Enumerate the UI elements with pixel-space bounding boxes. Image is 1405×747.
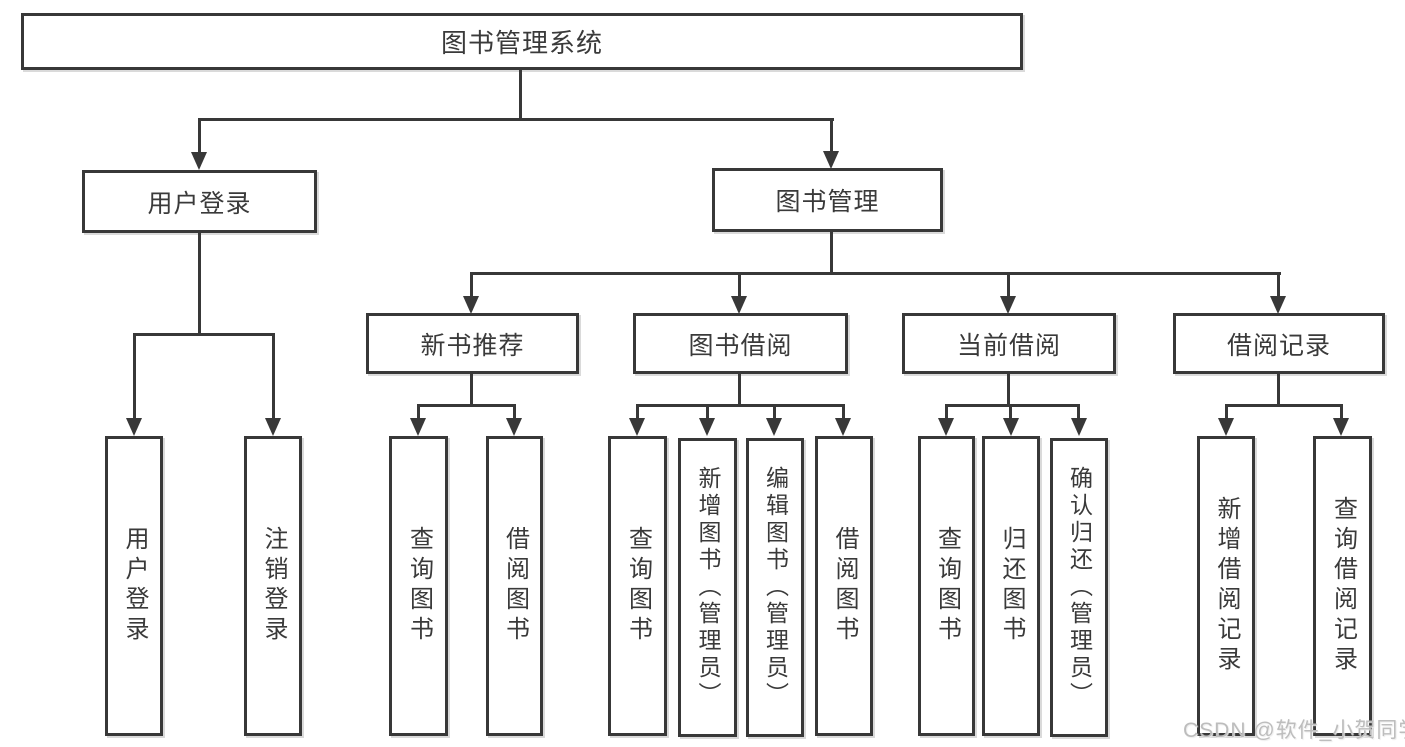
node-current-borrow-label: 当前借阅 [956,331,1061,360]
connector-line [1007,374,1010,406]
connector-line [842,404,845,421]
node-book-management-label: 图书管理 [775,188,880,216]
node-root: 图书管理系统 [21,13,1023,70]
arrowhead-down-icon [1218,418,1234,436]
connector-line [1007,272,1010,300]
connector-line [636,404,639,421]
leaf-bb-query-book-label: 查询图书 [624,526,652,646]
node-borrow-records: 借阅记录 [1173,313,1385,374]
connector-line [738,272,741,300]
connector-line [133,333,275,336]
connector-line [706,404,709,421]
leaf-user-login: 用户登录 [105,436,163,736]
leaf-user-login-label: 用户登录 [121,526,148,646]
leaf-cb-confirm-return-label: 确认归还（管理员） [1066,466,1093,709]
node-book-borrow-label: 图书借阅 [688,331,793,360]
connector-line [272,333,275,421]
connector-line [1077,404,1080,421]
arrowhead-down-icon [265,418,281,436]
connector-line [738,374,741,406]
leaf-br-query-record-label: 查询借阅记录 [1329,496,1357,676]
leaf-cb-query-book: 查询图书 [918,436,975,736]
connector-line [417,404,516,407]
arrowhead-down-icon [938,418,954,436]
connector-line [1277,374,1280,406]
connector-line [1225,404,1343,407]
leaf-logout-label: 注销登录 [260,526,287,646]
node-book-borrow: 图书借阅 [633,313,848,374]
connector-line [830,232,833,274]
connector-line [945,404,948,421]
connector-line [198,118,834,121]
connector-line [470,374,473,406]
leaf-logout: 注销登录 [244,436,302,736]
connector-line [1340,404,1343,421]
arrowhead-down-icon [410,418,426,436]
connector-line [513,404,516,421]
connector-line [1009,404,1012,421]
arrowhead-down-icon [731,296,747,314]
csdn-watermark: CSDN @软件_小贺同学 [1183,719,1405,742]
arrowhead-down-icon [126,418,142,436]
arrowhead-down-icon [1333,418,1349,436]
arrowhead-down-icon [1270,296,1286,314]
leaf-rec-borrow-book-label: 借阅图书 [501,526,529,646]
connector-line [470,272,473,300]
node-user-login: 用户登录 [82,170,317,233]
node-new-book-recommend: 新书推荐 [366,313,579,374]
connector-line [636,404,845,407]
arrowhead-down-icon [766,418,782,436]
connector-line [773,404,776,421]
connector-line [198,118,201,156]
node-new-book-recommend-label: 新书推荐 [420,331,525,360]
leaf-rec-query-book-label: 查询图书 [405,526,433,646]
leaf-bb-borrow-book-label: 借阅图书 [831,526,858,646]
leaf-br-add-record-label: 新增借阅记录 [1213,496,1240,676]
connector-line [1277,272,1280,300]
arrowhead-down-icon [1003,418,1019,436]
leaf-bb-edit-book: 编辑图书（管理员） [746,438,804,737]
node-current-borrow: 当前借阅 [902,313,1116,374]
leaf-rec-query-book: 查询图书 [389,436,448,736]
arrowhead-down-icon [629,418,645,436]
node-root-label: 图书管理系统 [440,28,603,58]
leaf-bb-borrow-book: 借阅图书 [815,436,873,736]
connector-line [945,404,1080,407]
arrowhead-down-icon [1071,418,1087,436]
leaf-bb-add-book-label: 新增图书（管理员） [695,466,721,709]
leaf-cb-query-book-label: 查询图书 [933,526,961,646]
connector-line [133,333,136,421]
connector-line [1225,404,1228,421]
leaf-cb-return-book-label: 归还图书 [998,526,1025,646]
connector-line [519,69,522,120]
arrowhead-down-icon [463,296,479,314]
leaf-br-add-record: 新增借阅记录 [1197,436,1255,736]
arrowhead-down-icon [823,151,839,169]
leaf-cb-confirm-return: 确认归还（管理员） [1050,438,1108,737]
leaf-br-query-record: 查询借阅记录 [1313,436,1372,736]
leaf-bb-add-book: 新增图书（管理员） [678,438,737,737]
connector-line [470,272,1281,275]
leaf-bb-query-book: 查询图书 [608,436,667,736]
arrowhead-down-icon [1000,296,1016,314]
node-book-management: 图书管理 [712,168,943,232]
node-user-login-label: 用户登录 [147,189,252,218]
leaf-bb-edit-book-label: 编辑图书（管理员） [762,466,789,709]
arrowhead-down-icon [699,418,715,436]
node-borrow-records-label: 借阅记录 [1226,331,1331,360]
leaf-rec-borrow-book: 借阅图书 [486,436,543,736]
arrowhead-down-icon [506,418,522,436]
arrowhead-down-icon [835,418,851,436]
leaf-cb-return-book: 归还图书 [982,436,1040,736]
connector-line [830,118,833,156]
connector-line [417,404,420,421]
connector-line [198,233,201,335]
arrowhead-down-icon [191,152,207,170]
